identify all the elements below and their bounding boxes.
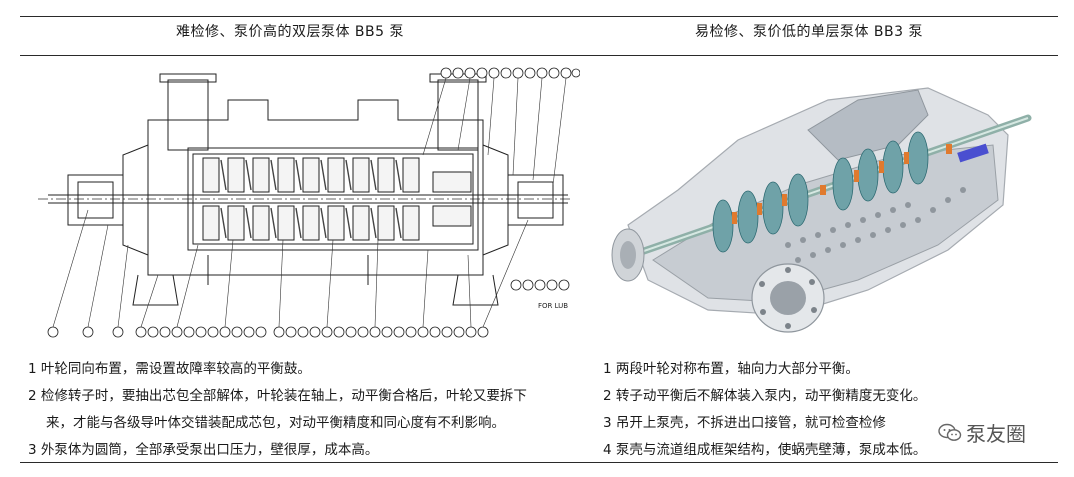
bb5-note-2: 2 检修转子时，要抽出芯包全部解体，叶轮装在轴上，动平衡合格后，叶轮又要拆下 [28, 388, 527, 404]
bb3-note-3: 3 吊开上泵壳，不拆进出口接管，就可检查检修 [603, 415, 886, 431]
bb5-note-2-cont: 来，才能与各级导叶体交错装配成芯包，对动平衡精度和同心度有不利影响。 [46, 415, 505, 431]
left-header: 难检修、泵价高的双层泵体 BB5 泵 [175, 24, 405, 40]
watermark: 泵友圈 [938, 418, 1026, 447]
right-header: 易检修、泵价低的单层泵体 BB3 泵 [694, 24, 924, 40]
bb5-notes: 1 叶轮同向布置，需设置故障率较高的平衡鼓。 2 检修转子时，要抽出芯包全部解体… [28, 356, 527, 464]
watermark-text: 泵友圈 [966, 422, 1026, 446]
bb3-note-4: 4 泵壳与流道组成框架结构，使蜗壳壁薄，泵成本低。 [603, 442, 927, 458]
bb5-note-1: 1 叶轮同向布置，需设置故障率较高的平衡鼓。 [28, 361, 311, 377]
header-rule [20, 55, 1058, 56]
bb3-note-1: 1 两段叶轮对称布置，轴向力大部分平衡。 [603, 361, 859, 377]
for-lub-label: FOR LUB [538, 302, 568, 310]
bb5-note-3: 3 外泵体为圆筒，全部承受泵出口压力，壁很厚，成本高。 [28, 442, 379, 458]
bb3-note-2: 2 转子动平衡后不解体装入泵内，动平衡精度无变化。 [603, 388, 927, 404]
top-rule [20, 16, 1058, 17]
bb3-cutaway-illustration [598, 60, 1046, 350]
bb3-notes: 1 两段叶轮对称布置，轴向力大部分平衡。 2 转子动平衡后不解体装入泵内，动平衡… [603, 356, 926, 464]
bottom-rule [20, 462, 1058, 463]
bb5-sectional-drawing: FOR LUB [28, 60, 581, 350]
wechat-icon [938, 423, 962, 441]
